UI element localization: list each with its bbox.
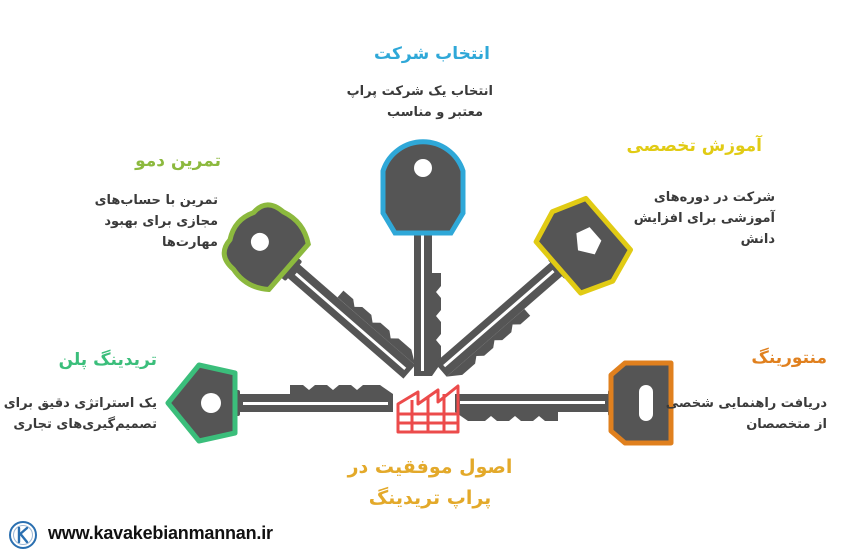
yellow-key (432, 195, 634, 384)
upper-left-desc-3: مهارت‌ها (162, 235, 218, 250)
lower-left-title: تریدینگ پلن (58, 350, 157, 370)
upper-right-desc-3: دانش (740, 232, 775, 247)
center-title-line-1: اصول موفقیت در (347, 456, 513, 478)
footer-url[interactable]: www.kavakebianmannan.ir (48, 523, 273, 543)
lower-right-desc-1: دریافت راهنمایی شخصی (665, 396, 827, 411)
k-logo-icon (9, 521, 37, 549)
upper-right-desc-1: شرکت در دوره‌های (653, 190, 775, 205)
lower-left-desc-1: یک استراتژی دقیق برای (3, 396, 157, 411)
lower-right-desc-2: از متخصصان (746, 417, 827, 432)
center-title: اصول موفقیت در پراپ تریدینگ (310, 452, 550, 514)
center-title-line-2: پراپ تریدینگ (368, 487, 492, 509)
top-desc-1: انتخاب یک شرکت پراپ (346, 84, 493, 99)
teal-key (165, 362, 393, 444)
factory-chart-icon (396, 384, 460, 434)
upper-left-desc-1: تمرین با حساب‌های (94, 193, 218, 208)
upper-left-desc-2: مجازی برای بهبود (104, 214, 218, 229)
lower-left-desc-2: تصمیم‌گیری‌های تجاری (13, 417, 157, 432)
upper-right-title: آموزش تخصصی (626, 136, 762, 156)
top-title: انتخاب شرکت (374, 44, 490, 64)
lower-right-title: منتورینگ (751, 348, 827, 368)
top-desc-2: معتبر و مناسب (386, 105, 483, 120)
upper-left-title: تمرین دمو (135, 151, 221, 171)
green-key (221, 202, 422, 382)
upper-right-desc-2: آموزشی برای افزایش (633, 211, 775, 226)
blue-key (380, 139, 466, 376)
orange-key (455, 360, 674, 446)
